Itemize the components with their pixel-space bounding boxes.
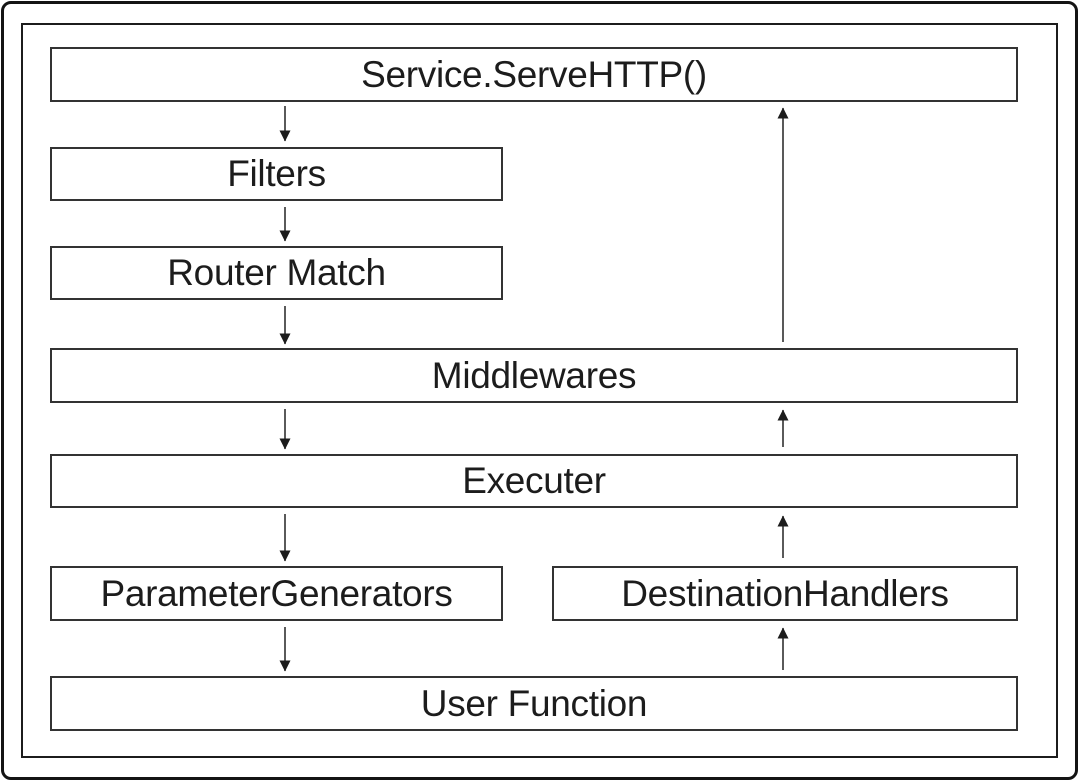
node-parameter-generators: ParameterGenerators [50,566,503,621]
node-destination-handlers: DestinationHandlers [552,566,1018,621]
node-destination-handlers-label: DestinationHandlers [621,572,949,614]
node-user-function: User Function [50,676,1018,731]
inner-border-frame [21,23,1058,758]
node-router-match: Router Match [50,246,503,300]
node-middlewares-label: Middlewares [431,354,637,396]
node-service-servehttp-label: Service.ServeHTTP() [361,53,707,95]
node-filters-label: Filters [227,153,326,194]
node-executer: Executer [50,454,1018,508]
node-router-match-label: Router Match [167,252,386,293]
node-parameter-generators-label: ParameterGenerators [100,572,453,614]
node-filters: Filters [50,147,503,201]
node-service-servehttp: Service.ServeHTTP() [50,47,1018,102]
node-middlewares: Middlewares [50,348,1018,403]
node-user-function-label: User Function [420,682,648,724]
node-executer-label: Executer [462,460,606,501]
